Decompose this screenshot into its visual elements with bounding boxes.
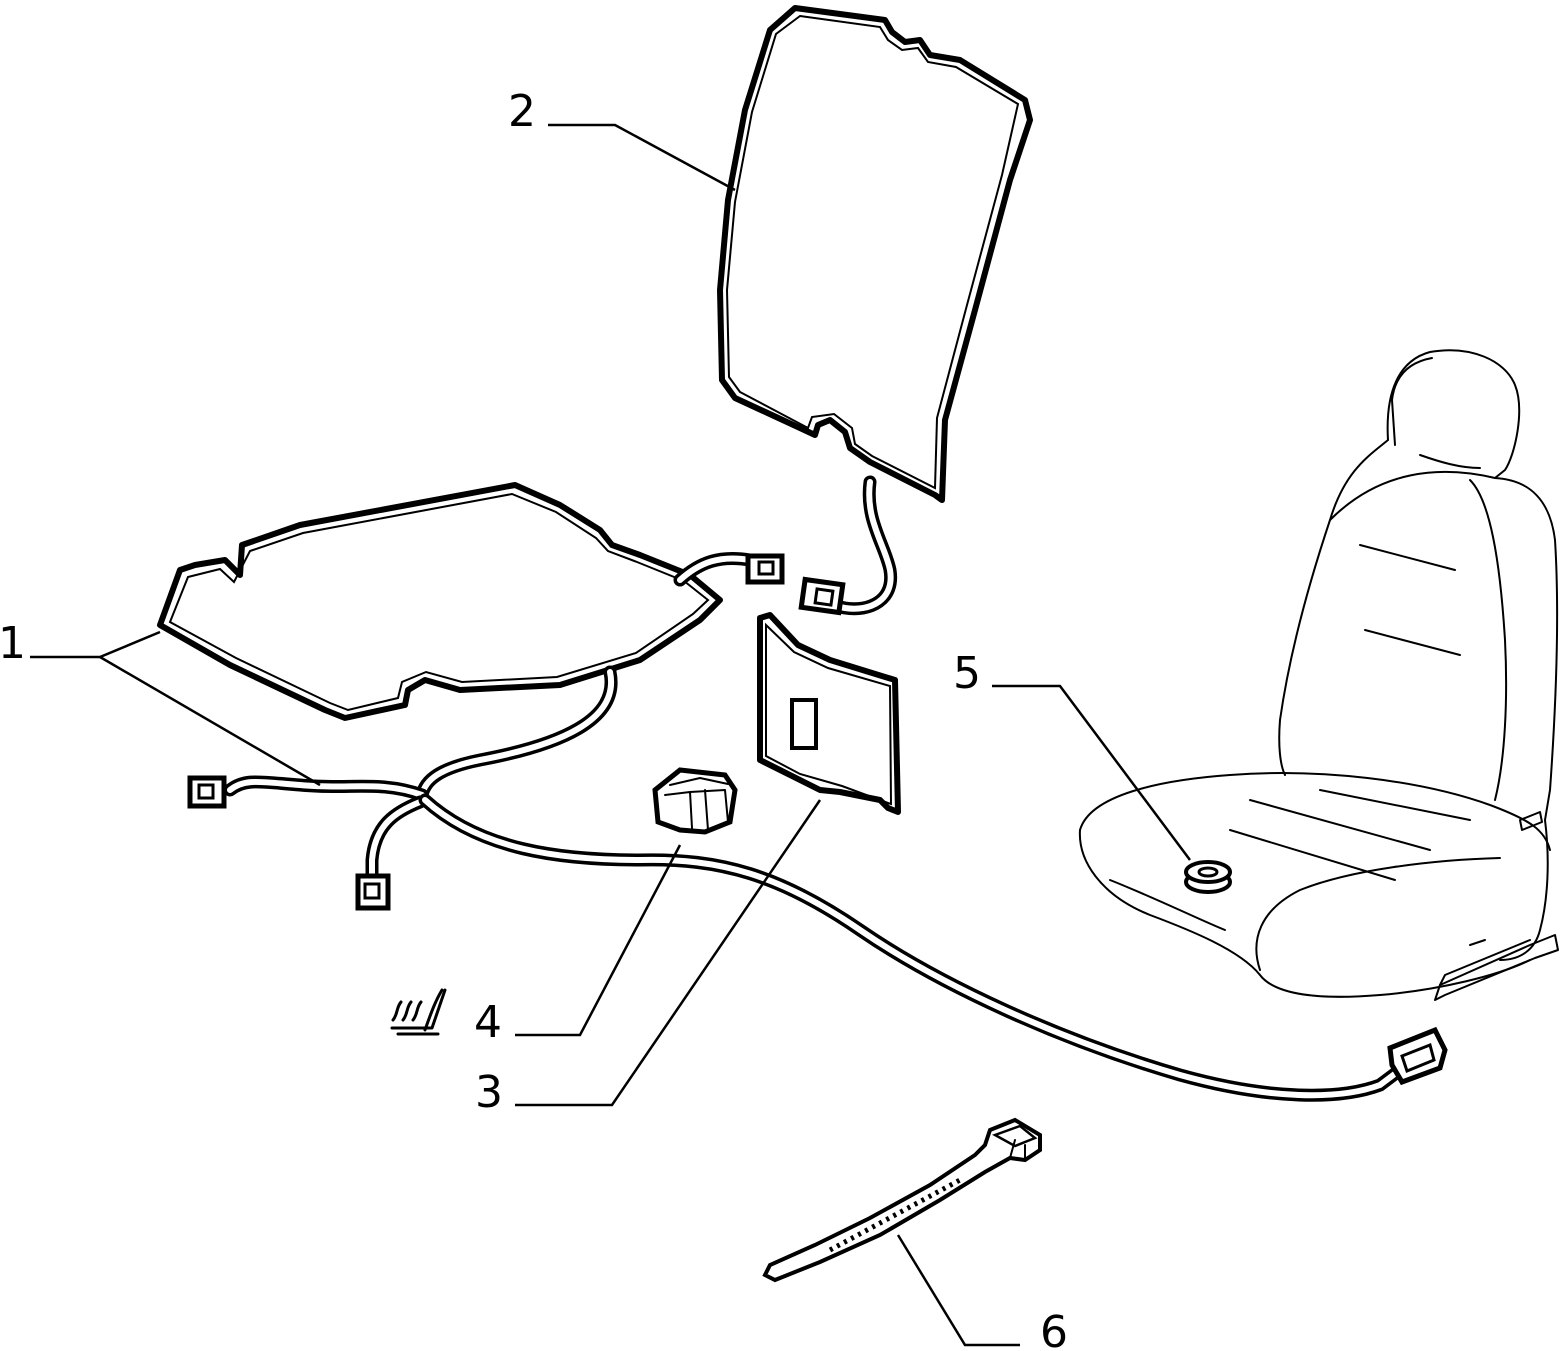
callout-3: 3 <box>475 1067 503 1118</box>
wiring-harness <box>187 551 1448 1102</box>
thermostat-sensor-patch <box>757 612 901 815</box>
callout-labels: 1 2 3 4 5 6 <box>0 86 1068 1351</box>
callout-2: 2 <box>508 86 536 137</box>
callout-5: 5 <box>953 648 981 699</box>
seat-assembly <box>1078 349 1559 1001</box>
cable-tie <box>762 1117 1042 1283</box>
grommet <box>1184 860 1232 894</box>
backrest-heating-pad <box>717 5 1033 616</box>
heated-seat-icon <box>390 988 447 1036</box>
callout-6: 6 <box>1040 1307 1068 1351</box>
leader-lines <box>30 123 1192 1347</box>
callout-4: 4 <box>474 997 502 1048</box>
cushion-heating-pad <box>157 482 723 721</box>
heating-switch <box>652 767 738 835</box>
callout-1: 1 <box>0 618 26 669</box>
